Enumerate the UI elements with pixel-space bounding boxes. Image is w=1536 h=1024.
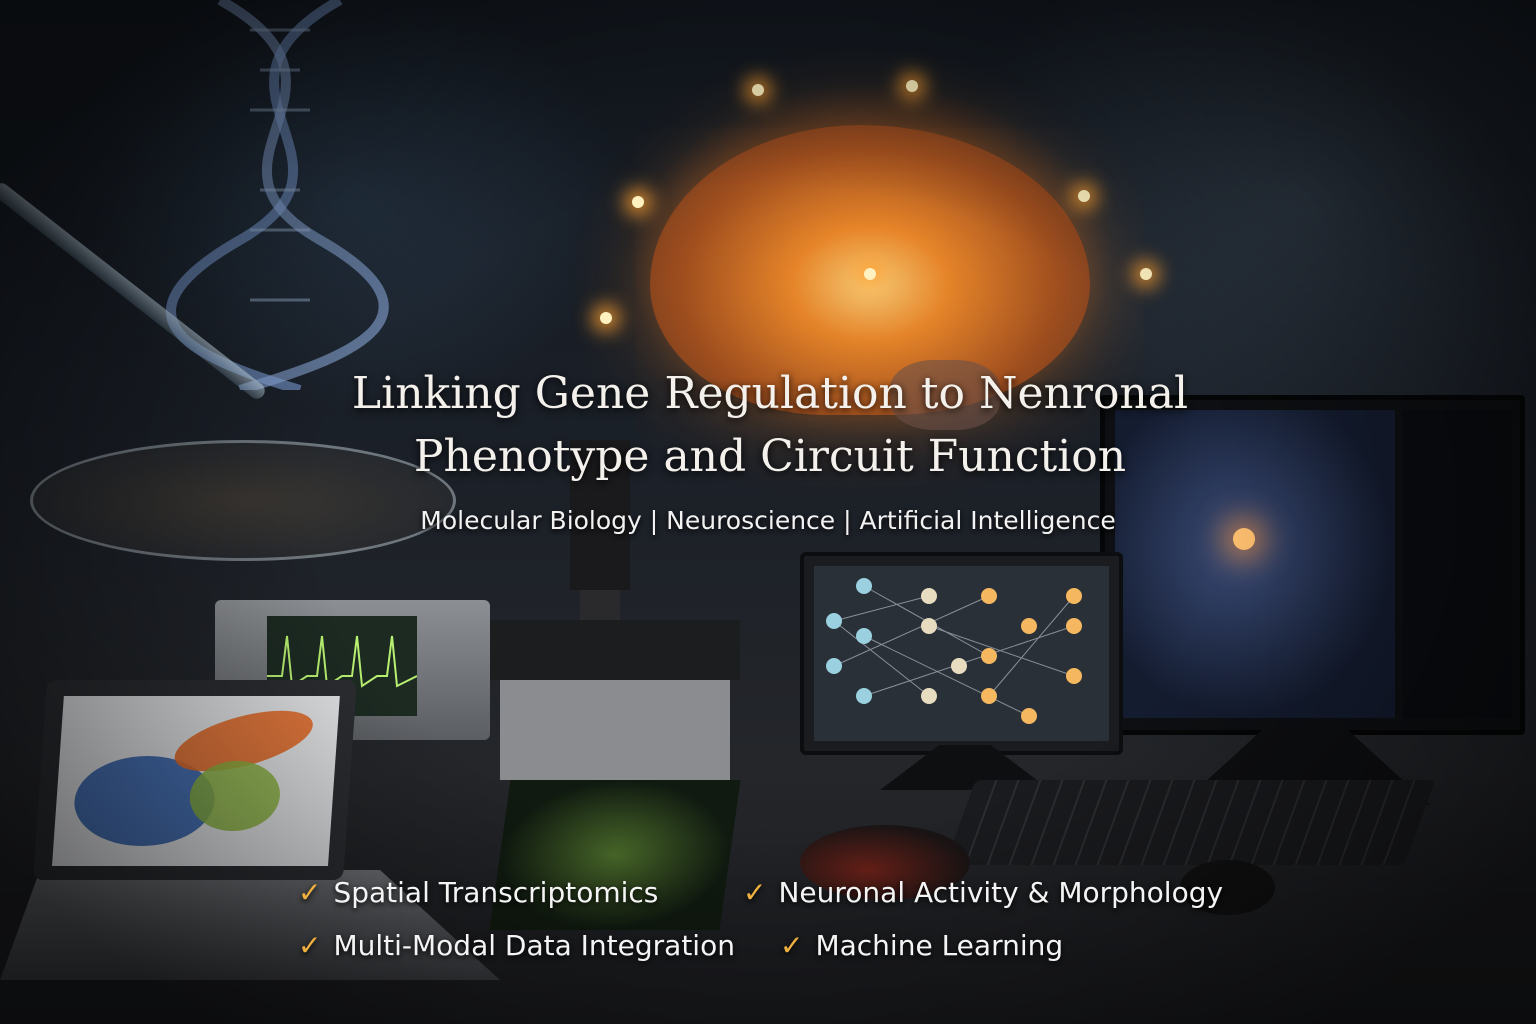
microscope-illustration <box>490 440 740 780</box>
neuron-glow <box>864 268 876 280</box>
neuron-glow <box>1140 268 1152 280</box>
neuron-glow <box>752 84 764 96</box>
title-line-2: Phenotype and Circuit Function <box>413 431 1127 482</box>
feature-item: ✓ Neuronal Activity & Morphology <box>743 876 1223 909</box>
neural-network-diagram <box>826 578 1082 724</box>
feature-label: Machine Learning <box>815 929 1064 962</box>
check-icon: ✓ <box>298 929 322 962</box>
neuron-glow <box>632 196 644 208</box>
laptop <box>33 680 357 880</box>
title-line-1: Linking Gene Regulation to Nenronal <box>351 368 1189 419</box>
feature-item: ✓ Machine Learning <box>780 929 1063 962</box>
check-icon: ✓ <box>780 929 804 962</box>
neuron-glow <box>1078 190 1090 202</box>
feature-label: Spatial Transcriptomics <box>333 876 659 909</box>
check-icon: ✓ <box>743 876 767 909</box>
feature-label: Neuronal Activity & Morphology <box>778 876 1224 909</box>
neural-network-monitor <box>800 552 1123 755</box>
subtitle: Molecular Biology | Neuroscience | Artif… <box>420 506 1116 535</box>
neuron-glow <box>600 312 612 324</box>
check-icon: ✓ <box>298 876 322 909</box>
scatter-plot-display <box>51 696 340 866</box>
feature-label: Multi-Modal Data Integration <box>333 929 735 962</box>
feature-item: ✓ Multi-Modal Data Integration <box>298 929 735 962</box>
keyboard <box>944 780 1436 865</box>
neuron-glow <box>906 80 918 92</box>
feature-item: ✓ Spatial Transcriptomics <box>298 876 658 909</box>
